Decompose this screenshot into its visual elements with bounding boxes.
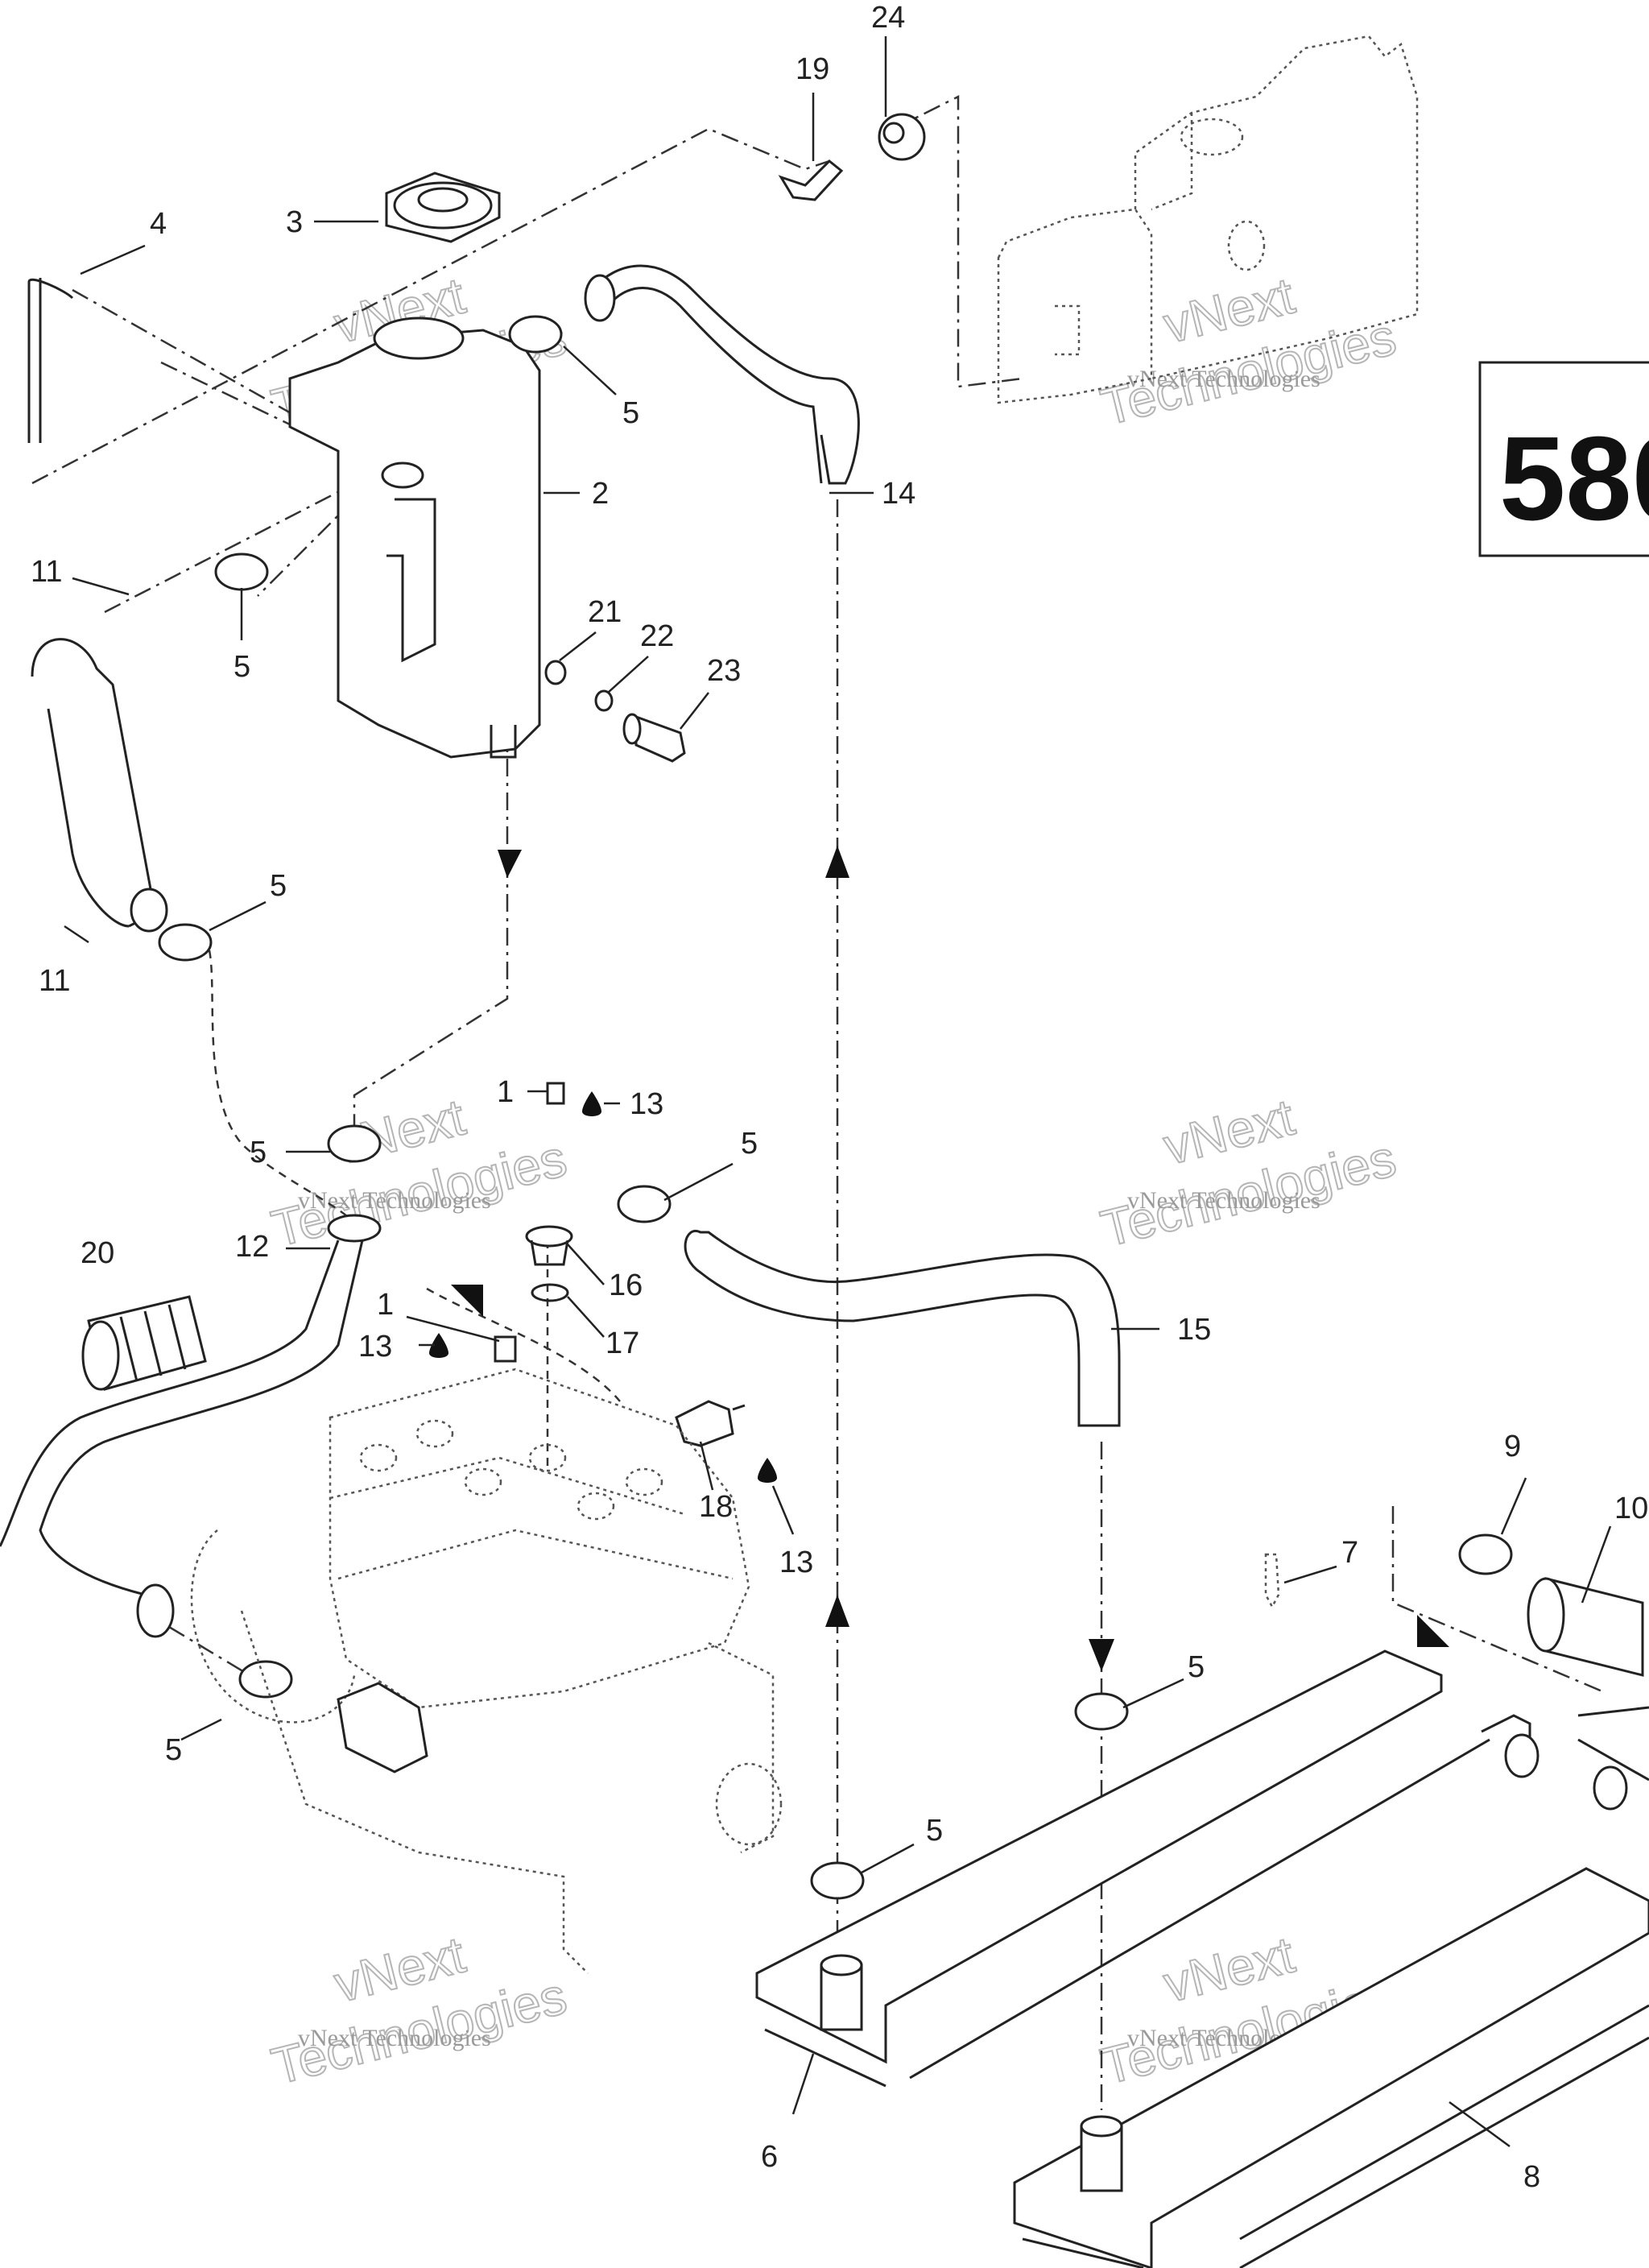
callout-10: 10 <box>1614 1492 1648 1525</box>
watermark-4: vNext Technologies <box>1127 1187 1320 1214</box>
hose-clamp-part-9 <box>1458 1533 1513 1575</box>
callout-3: 3 <box>286 205 303 239</box>
callout-13-lower: 13 <box>779 1546 813 1579</box>
hose-part-11 <box>31 638 168 933</box>
callout-4: 4 <box>150 207 167 241</box>
leader-lines <box>64 36 1612 2148</box>
guide-lines <box>31 94 1603 2110</box>
hose-part-14 <box>584 264 860 485</box>
watermark-3: vNext Technologies <box>298 1187 491 1214</box>
callout-2: 2 <box>592 477 609 511</box>
temperature-sensor-part-18 <box>675 1400 746 1447</box>
callout-13-upper: 13 <box>630 1087 663 1121</box>
sealant-drop-icon <box>429 1091 777 1483</box>
callout-11-lower: 11 <box>39 964 70 998</box>
reference-tank-outline <box>997 35 1419 404</box>
callout-5-exchanger-6: 5 <box>926 1814 943 1848</box>
callout-18: 18 <box>699 1490 733 1524</box>
callout-8: 8 <box>1523 2160 1540 2194</box>
callout-5-outlet: 5 <box>250 1136 267 1169</box>
callout-14: 14 <box>882 477 915 511</box>
engine-block-outline <box>190 1368 783 1974</box>
callout-5-tank-top: 5 <box>622 396 639 430</box>
coolant-reservoir-part-2 <box>288 317 541 759</box>
callout-21: 21 <box>588 595 622 629</box>
callout-13-middle: 13 <box>358 1330 392 1364</box>
callout-17: 17 <box>605 1326 639 1360</box>
elbow-fitting-part-19 <box>778 159 844 201</box>
callout-23: 23 <box>707 654 741 688</box>
flow-arrows <box>451 846 1449 1671</box>
grommet-part-24 <box>878 113 926 161</box>
bleeder-screw-part-1 <box>494 1082 565 1363</box>
callout-12: 12 <box>235 1230 269 1264</box>
callout-5-hose15: 5 <box>741 1127 758 1161</box>
page-number: 580 <box>1499 412 1649 545</box>
vent-tube-part-4 <box>27 278 74 443</box>
callout-1-lower: 1 <box>377 1288 394 1322</box>
thermostat-part-16 <box>525 1225 573 1266</box>
gasket-part-17 <box>531 1283 569 1302</box>
hose-part-12 <box>0 1214 382 1638</box>
callout-6: 6 <box>761 2140 778 2174</box>
callout-19: 19 <box>796 52 829 86</box>
callout-5-tank-left: 5 <box>234 650 250 684</box>
callout-20: 20 <box>81 1236 114 1270</box>
callout-5-hose-left: 5 <box>270 869 287 903</box>
page-number-box: 580 <box>1478 361 1649 557</box>
watermark-2: vNext Technologies <box>1127 366 1320 392</box>
callout-5-engine: 5 <box>165 1733 182 1767</box>
callout-24: 24 <box>871 1 905 35</box>
sleeve-part-20 <box>81 1295 207 1391</box>
callout-16: 16 <box>609 1269 643 1302</box>
watermark-5: vNext Technologies <box>298 2025 491 2051</box>
callout-22: 22 <box>640 619 674 653</box>
callout-5-exchanger-8: 5 <box>1188 1650 1205 1684</box>
callout-1-upper: 1 <box>497 1075 514 1109</box>
fitting-part-7 <box>1264 1553 1280 1609</box>
pressure-cap-part-3 <box>385 172 501 243</box>
callout-11-upper: 11 <box>31 555 62 589</box>
hose-clamp-part-5 <box>158 315 1129 1900</box>
callout-7: 7 <box>1341 1536 1358 1570</box>
heat-exchanger-part-8 <box>1013 1706 1649 2268</box>
callout-labels: 24 19 3 4 5 2 14 11 5 21 22 23 5 11 1 13… <box>31 1 1648 2194</box>
hose-part-10 <box>1527 1577 1644 1677</box>
callout-15: 15 <box>1177 1313 1211 1347</box>
heat-exchanger-part-6 <box>755 1649 1539 2088</box>
fastener-parts-21-22-23 <box>544 660 686 763</box>
hose-part-15 <box>684 1229 1121 1427</box>
callout-9: 9 <box>1504 1430 1521 1463</box>
